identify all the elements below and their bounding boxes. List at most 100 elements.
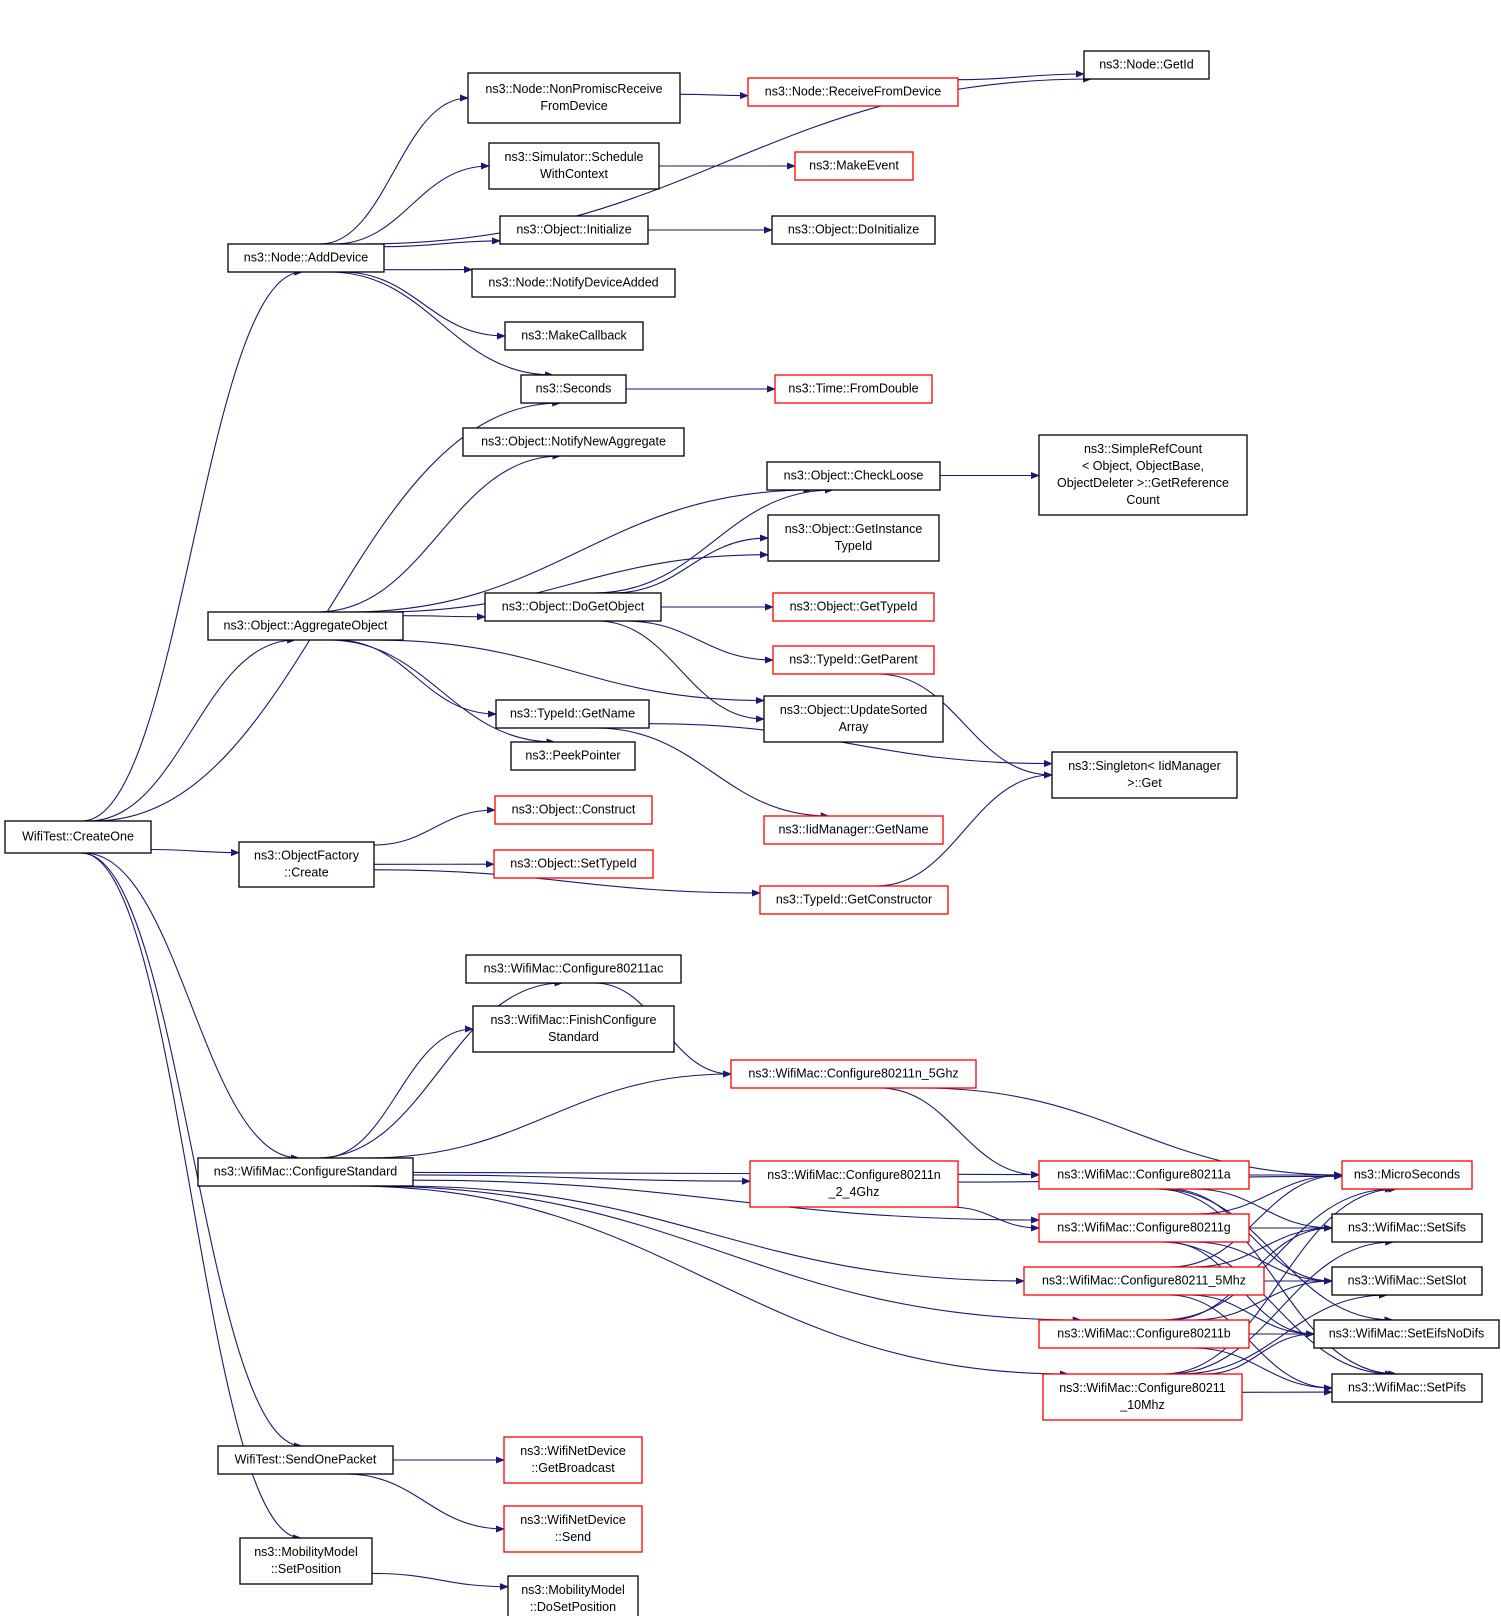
node-iidgetname[interactable]: ns3::IidManager::GetName	[763, 815, 944, 845]
node-refcount[interactable]: ns3::SimpleRefCount< Object, ObjectBase,…	[1038, 434, 1248, 516]
node-box-cfgac[interactable]	[465, 954, 682, 984]
node-box-setpos[interactable]	[239, 1537, 373, 1585]
node-aggregate[interactable]: ns3::Object::AggregateObject	[207, 611, 404, 641]
node-setpos[interactable]: ns3::MobilityModel::SetPosition	[239, 1537, 373, 1585]
node-createone[interactable]: WifiTest::CreateOne	[4, 820, 152, 854]
node-box-getbcast[interactable]	[503, 1436, 643, 1484]
node-box-recvfromdev[interactable]	[747, 77, 959, 107]
node-dosetpos[interactable]: ns3::MobilityModel::DoSetPosition	[507, 1575, 639, 1616]
node-cfgac[interactable]: ns3::WifiMac::Configure80211ac	[465, 954, 682, 984]
node-sendone[interactable]: WifiTest::SendOnePacket	[217, 1445, 394, 1475]
node-box-aggregate[interactable]	[207, 611, 404, 641]
node-box-checkloose[interactable]	[766, 461, 941, 491]
node-recvfromdev[interactable]: ns3::Node::ReceiveFromDevice	[747, 77, 959, 107]
node-box-setpifs[interactable]	[1331, 1373, 1483, 1403]
node-box-refcount[interactable]	[1038, 434, 1248, 516]
node-box-schedwithctx[interactable]	[488, 142, 660, 190]
node-box-nonpromisc[interactable]	[467, 72, 681, 124]
node-makeevent[interactable]: ns3::MakeEvent	[794, 151, 914, 181]
node-getctor[interactable]: ns3::TypeId::GetConstructor	[759, 885, 949, 915]
node-box-getid[interactable]	[1083, 50, 1210, 80]
node-box-dosetpos[interactable]	[507, 1575, 639, 1616]
node-box-doinit[interactable]	[771, 215, 936, 245]
node-configstd[interactable]: ns3::WifiMac::ConfigureStandard	[197, 1157, 414, 1187]
node-box-sendone[interactable]	[217, 1445, 394, 1475]
node-box-notifyagg[interactable]	[462, 427, 685, 457]
node-cfg5mhz[interactable]: ns3::WifiMac::Configure80211_5Mhz	[1023, 1266, 1265, 1296]
node-getbcast[interactable]: ns3::WifiNetDevice::GetBroadcast	[503, 1436, 643, 1484]
node-objinit[interactable]: ns3::Object::Initialize	[499, 215, 649, 245]
node-getname[interactable]: ns3::TypeId::GetName	[495, 699, 650, 729]
node-box-factorycreate[interactable]	[238, 841, 375, 888]
node-singleton[interactable]: ns3::Singleton< IidManager>::Get	[1051, 751, 1238, 799]
node-box-cfgb[interactable]	[1038, 1319, 1250, 1349]
node-getid[interactable]: ns3::Node::GetId	[1083, 50, 1210, 80]
node-box-settypeid[interactable]	[493, 849, 654, 879]
node-box-iidgetname[interactable]	[763, 815, 944, 845]
node-box-dogetobj[interactable]	[484, 592, 662, 622]
node-construct[interactable]: ns3::Object::Construct	[494, 795, 653, 825]
node-setpifs[interactable]: ns3::WifiMac::SetPifs	[1331, 1373, 1483, 1403]
node-setslot[interactable]: ns3::WifiMac::SetSlot	[1331, 1266, 1483, 1296]
node-checkloose[interactable]: ns3::Object::CheckLoose	[766, 461, 941, 491]
node-cfg10mhz[interactable]: ns3::WifiMac::Configure80211_10Mhz	[1042, 1373, 1243, 1421]
node-box-cfgg[interactable]	[1038, 1213, 1250, 1243]
node-box-fromdouble[interactable]	[774, 374, 933, 404]
node-box-adddevice[interactable]	[227, 243, 385, 273]
node-box-cfgn5[interactable]	[730, 1059, 977, 1089]
node-gettypeid[interactable]: ns3::Object::GetTypeId	[772, 592, 935, 622]
node-cfgb[interactable]: ns3::WifiMac::Configure80211b	[1038, 1319, 1250, 1349]
node-box-cfg5mhz[interactable]	[1023, 1266, 1265, 1296]
node-cfgn24[interactable]: ns3::WifiMac::Configure80211n_2_4Ghz	[749, 1160, 959, 1208]
node-getparent[interactable]: ns3::TypeId::GetParent	[772, 645, 935, 675]
node-cfgn5[interactable]: ns3::WifiMac::Configure80211n_5Ghz	[730, 1059, 977, 1089]
node-doinit[interactable]: ns3::Object::DoInitialize	[771, 215, 936, 245]
node-box-makecb[interactable]	[504, 321, 644, 351]
node-fromdouble[interactable]: ns3::Time::FromDouble	[774, 374, 933, 404]
node-peekptr[interactable]: ns3::PeekPointer	[510, 741, 636, 771]
node-box-netsend[interactable]	[503, 1505, 643, 1553]
node-cfgg[interactable]: ns3::WifiMac::Configure80211g	[1038, 1213, 1250, 1243]
node-box-peekptr[interactable]	[510, 741, 636, 771]
node-box-setslot[interactable]	[1331, 1266, 1483, 1296]
node-cfga[interactable]: ns3::WifiMac::Configure80211a	[1038, 1160, 1250, 1190]
node-setsifs[interactable]: ns3::WifiMac::SetSifs	[1331, 1213, 1483, 1243]
node-box-gettypeid[interactable]	[772, 592, 935, 622]
node-box-getname[interactable]	[495, 699, 650, 729]
node-settypeid[interactable]: ns3::Object::SetTypeId	[493, 849, 654, 879]
node-box-seteifs[interactable]	[1313, 1319, 1500, 1349]
node-box-getinsttid[interactable]	[767, 514, 940, 562]
node-box-cfgn24[interactable]	[749, 1160, 959, 1208]
node-box-construct[interactable]	[494, 795, 653, 825]
node-box-cfga[interactable]	[1038, 1160, 1250, 1190]
node-box-setsifs[interactable]	[1331, 1213, 1483, 1243]
node-box-getparent[interactable]	[772, 645, 935, 675]
node-box-makeevent[interactable]	[794, 151, 914, 181]
node-micro[interactable]: ns3::MicroSeconds	[1341, 1160, 1473, 1190]
node-box-objinit[interactable]	[499, 215, 649, 245]
node-box-finishcfg[interactable]	[472, 1005, 675, 1053]
node-box-micro[interactable]	[1341, 1160, 1473, 1190]
node-box-configstd[interactable]	[197, 1157, 414, 1187]
node-makecb[interactable]: ns3::MakeCallback	[504, 321, 644, 351]
node-notifyagg[interactable]: ns3::Object::NotifyNewAggregate	[462, 427, 685, 457]
node-notifydev[interactable]: ns3::Node::NotifyDeviceAdded	[471, 268, 676, 298]
node-seconds[interactable]: ns3::Seconds	[520, 374, 627, 404]
node-box-createone[interactable]	[4, 820, 152, 854]
node-box-seconds[interactable]	[520, 374, 627, 404]
node-adddevice[interactable]: ns3::Node::AddDevice	[227, 243, 385, 273]
node-box-singleton[interactable]	[1051, 751, 1238, 799]
node-netsend[interactable]: ns3::WifiNetDevice::Send	[503, 1505, 643, 1553]
node-factorycreate[interactable]: ns3::ObjectFactory::Create	[238, 841, 375, 888]
node-box-cfg10mhz[interactable]	[1042, 1373, 1243, 1421]
node-seteifs[interactable]: ns3::WifiMac::SetEifsNoDifs	[1313, 1319, 1500, 1349]
node-box-notifydev[interactable]	[471, 268, 676, 298]
node-box-getctor[interactable]	[759, 885, 949, 915]
node-box-updsorted[interactable]	[763, 695, 944, 743]
node-dogetobj[interactable]: ns3::Object::DoGetObject	[484, 592, 662, 622]
